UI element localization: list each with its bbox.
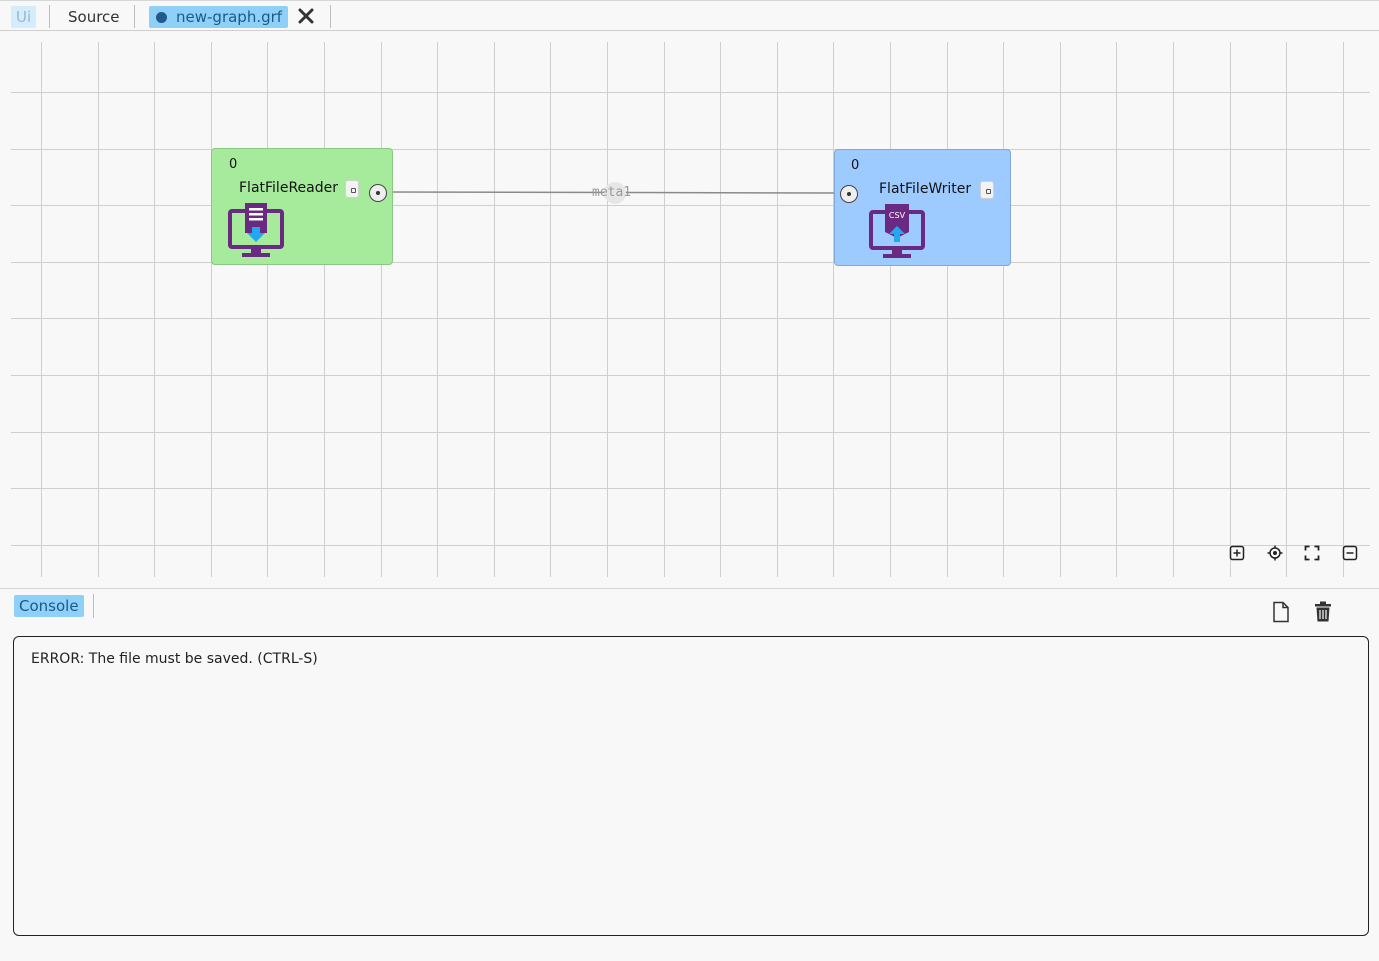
tab-divider: [49, 5, 50, 28]
record-count: 0: [229, 157, 238, 172]
edge-label[interactable]: meta1: [592, 185, 632, 200]
node-flatfilereader[interactable]: 0 FlatFileReader: [211, 148, 393, 265]
csv-upload-monitor-icon: CSV: [869, 204, 925, 258]
graph-canvas[interactable]: meta1 0 FlatFileReader 0 FlatFileWriter …: [0, 31, 1379, 588]
new-file-icon[interactable]: [1272, 601, 1290, 623]
node-menu-button[interactable]: [980, 181, 994, 199]
fit-screen-icon[interactable]: [1304, 545, 1320, 561]
center-icon[interactable]: [1267, 545, 1283, 561]
tab-divider: [134, 5, 135, 28]
csv-icon-label: CSV: [889, 211, 906, 220]
editor-tab-bar: Ui Source new-graph.grf: [0, 0, 1379, 31]
console-output[interactable]: ERROR: The file must be saved. (CTRL-S): [13, 636, 1369, 936]
tab-divider: [330, 5, 331, 28]
close-icon: [298, 8, 314, 24]
tab-divider: [93, 594, 94, 618]
edge-label-marker: [604, 182, 626, 204]
record-count: 0: [851, 158, 860, 173]
unsaved-dot-icon: [156, 12, 167, 23]
tab-source[interactable]: Source: [68, 8, 120, 26]
node-flatfilewriter[interactable]: 0 FlatFileWriter CSV: [834, 149, 1011, 266]
node-title: FlatFileWriter: [879, 181, 972, 197]
node-title: FlatFileReader: [239, 180, 338, 196]
zoom-in-icon[interactable]: [1229, 545, 1245, 561]
zoom-out-icon[interactable]: [1342, 545, 1358, 561]
file-download-monitor-icon: [228, 203, 284, 257]
tab-console[interactable]: Console: [14, 595, 84, 617]
tab-ui[interactable]: Ui: [11, 6, 37, 28]
console-message: ERROR: The file must be saved. (CTRL-S): [31, 651, 318, 667]
node-menu-button[interactable]: [345, 180, 359, 198]
edge-meta1[interactable]: [0, 31, 1379, 588]
console-panel: Console ERROR: The file must be saved. (…: [0, 588, 1379, 961]
input-port[interactable]: [840, 185, 858, 203]
trash-icon[interactable]: [1314, 601, 1332, 623]
output-port[interactable]: [369, 184, 387, 202]
canvas-grid: [11, 42, 1370, 577]
close-tab-button[interactable]: [297, 6, 315, 26]
tab-file-label: new-graph.grf: [176, 8, 283, 26]
tab-new-graph[interactable]: new-graph.grf: [149, 6, 289, 28]
